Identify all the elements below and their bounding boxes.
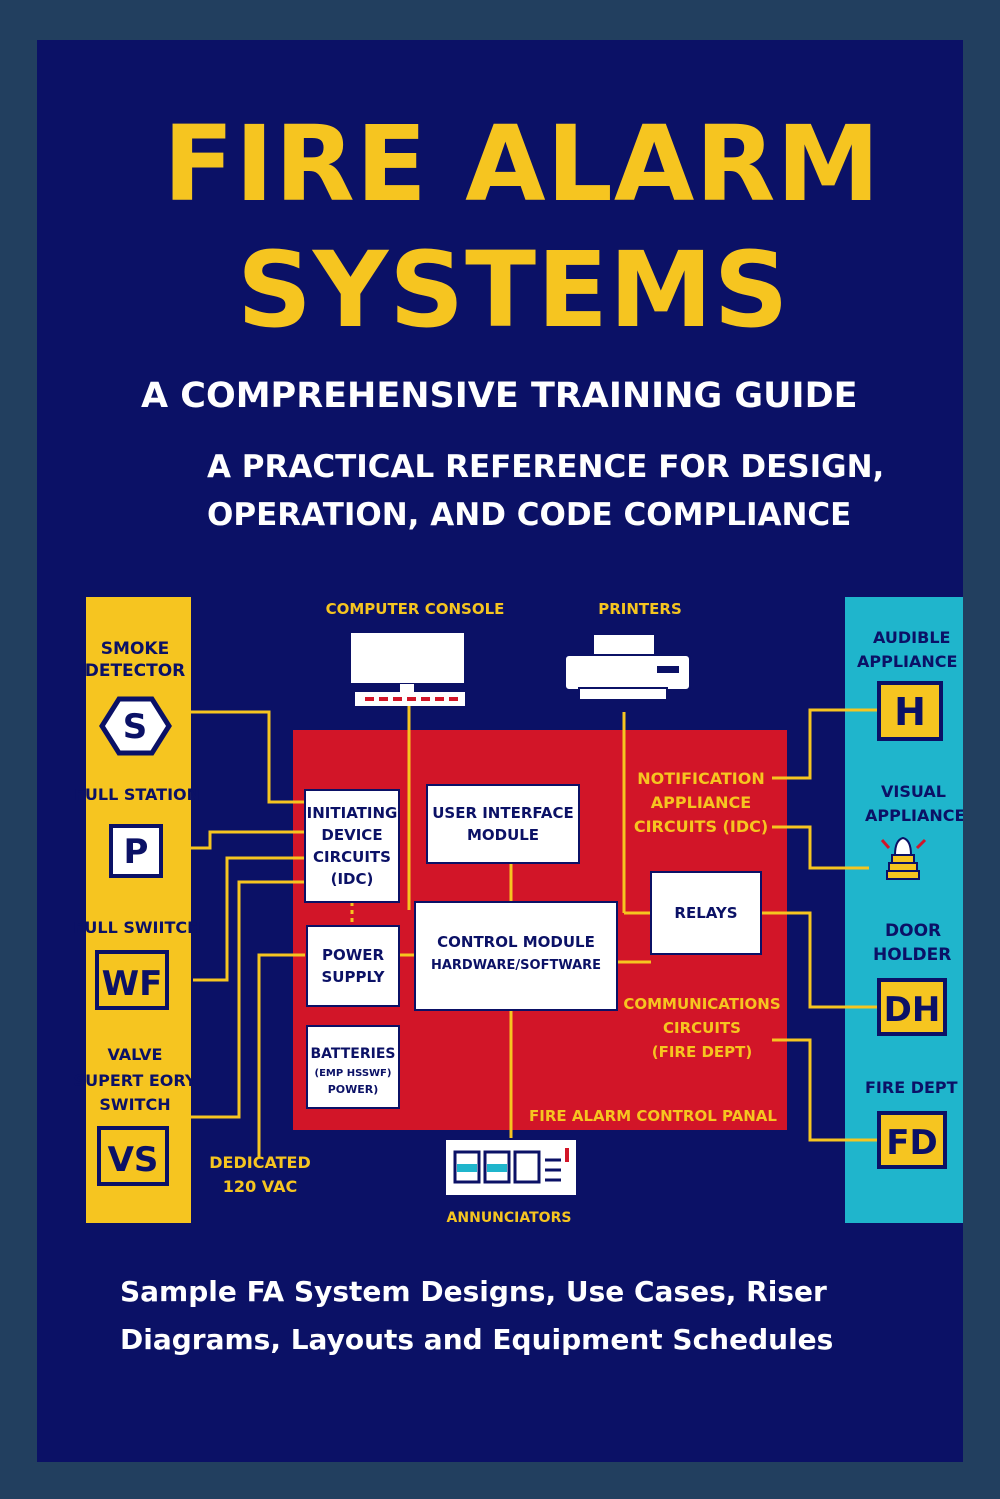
control-module-label-1: CONTROL MODULE (437, 933, 595, 951)
horn-symbol: H (894, 690, 926, 734)
bottom-text-line-1: Sample FA System Designs, Use Cases, Ris… (120, 1275, 827, 1308)
tagline-line-1: A PRACTICAL REFERENCE FOR DESIGN, (207, 449, 885, 485)
power-supply-box (306, 925, 400, 1007)
batteries-label-1: BATTERIES (310, 1046, 395, 1062)
visual-label-1: VISUAL (881, 782, 946, 801)
relays-box (650, 871, 762, 955)
valve-switch-symbol: VS (108, 1140, 159, 1180)
strobe-icon (880, 836, 927, 880)
batteries-label-3: POWER) (328, 1083, 379, 1096)
book-cover: FIRE ALARM SYSTEMS A COMPREHENSIVE TRAIN… (37, 40, 963, 1462)
nac-label-3: CIRCUITS (IDC) (634, 817, 768, 836)
waterflow-switch-label: FULL SWIITCH (73, 918, 200, 937)
pull-station-icon (109, 824, 163, 878)
smoke-detector-icon (99, 696, 172, 756)
smoke-detector-symbol: S (123, 707, 148, 747)
tagline-line-2: OPERATION, AND CODE COMPLIANCE (207, 497, 852, 533)
waterflow-switch-icon (95, 950, 169, 1010)
power-source-label-2: 120 VAC (223, 1177, 297, 1196)
power-supply-label-1: POWER (322, 946, 385, 964)
power-source-label-1: DEDICATED (209, 1153, 310, 1172)
audible-label-2: APPLIANCE (857, 652, 957, 671)
comm-label-3: (FIRE DEPT) (652, 1043, 752, 1061)
waterflow-switch-symbol: WF (102, 964, 163, 1004)
fire-dept-symbol: FD (886, 1123, 937, 1163)
valve-switch-icon (97, 1126, 169, 1186)
comm-label-1: COMMUNICATIONS (623, 995, 780, 1013)
batteries-label-2: (EMP HSSWF) (315, 1068, 392, 1079)
door-holder-icon (877, 978, 947, 1036)
horn-icon (877, 681, 943, 741)
idc-label-3: CIRCUITS (313, 848, 391, 866)
door-holder-symbol: DH (884, 990, 941, 1030)
audible-label-1: AUDIBLE (873, 628, 950, 647)
annunciators-label: ANNUNCIATORS (447, 1210, 572, 1226)
control-module-box (414, 901, 618, 1011)
idc-label-2: DEVICE (321, 826, 382, 844)
subtitle: A COMPREHENSIVE TRAINING GUIDE (141, 376, 858, 416)
title-line-2: SYSTEMS (237, 229, 790, 351)
printer-icon (564, 635, 691, 701)
user-interface-label-1: USER INTERFACE (432, 804, 574, 822)
power-supply-label-2: SUPPLY (321, 968, 385, 986)
computer-console-label: COMPUTER CONSOLE (326, 600, 505, 618)
fire-dept-icon (877, 1111, 947, 1169)
smoke-detector-label-1: SMOKE (101, 639, 169, 659)
control-module-label-2: HARDWARE/SOFTWARE (431, 958, 601, 973)
wiring (157, 700, 879, 1158)
computer-console-icon (349, 631, 466, 706)
pull-station-symbol: P (124, 832, 149, 872)
nac-label-2: APPLIANCE (651, 793, 751, 812)
relays-label: RELAYS (674, 904, 737, 922)
title-line-1: FIRE ALARM (163, 103, 881, 225)
idc-label-1: INITIATING (307, 804, 398, 822)
nac-label-1: NOTIFICATION (637, 769, 764, 788)
fire-dept-label: FIRE DEPT (865, 1078, 958, 1097)
annunciator-icon (444, 1138, 578, 1197)
user-interface-box (426, 784, 580, 864)
user-interface-label-2: MODULE (467, 826, 539, 844)
panel-name-label: FIRE ALARM CONTROL PANAL (529, 1107, 777, 1125)
fire-alarm-system-diagram: COMPUTER CONSOLE PRINTERS SMOKE DETECTOR… (73, 597, 963, 1226)
door-holder-label-2: HOLDER (873, 945, 951, 965)
bottom-text-line-2: Diagrams, Layouts and Equipment Schedule… (120, 1323, 834, 1356)
smoke-detector-label-2: DETECTOR (85, 661, 186, 681)
batteries-box (306, 1025, 400, 1109)
comm-label-2: CIRCUITS (663, 1019, 741, 1037)
idc-box (304, 789, 400, 903)
valve-switch-label-3: SWITCH (99, 1095, 170, 1114)
door-holder-label-1: DOOR (885, 921, 941, 941)
visual-label-2: APPLIANCE (865, 806, 963, 825)
valve-switch-label-2: SUPERT EORY (74, 1071, 197, 1090)
idc-label-4: (IDC) (331, 870, 374, 888)
valve-switch-label-1: VALVE (108, 1045, 163, 1064)
pull-station-label: FULL STATION (74, 785, 200, 804)
printers-label: PRINTERS (598, 600, 682, 618)
